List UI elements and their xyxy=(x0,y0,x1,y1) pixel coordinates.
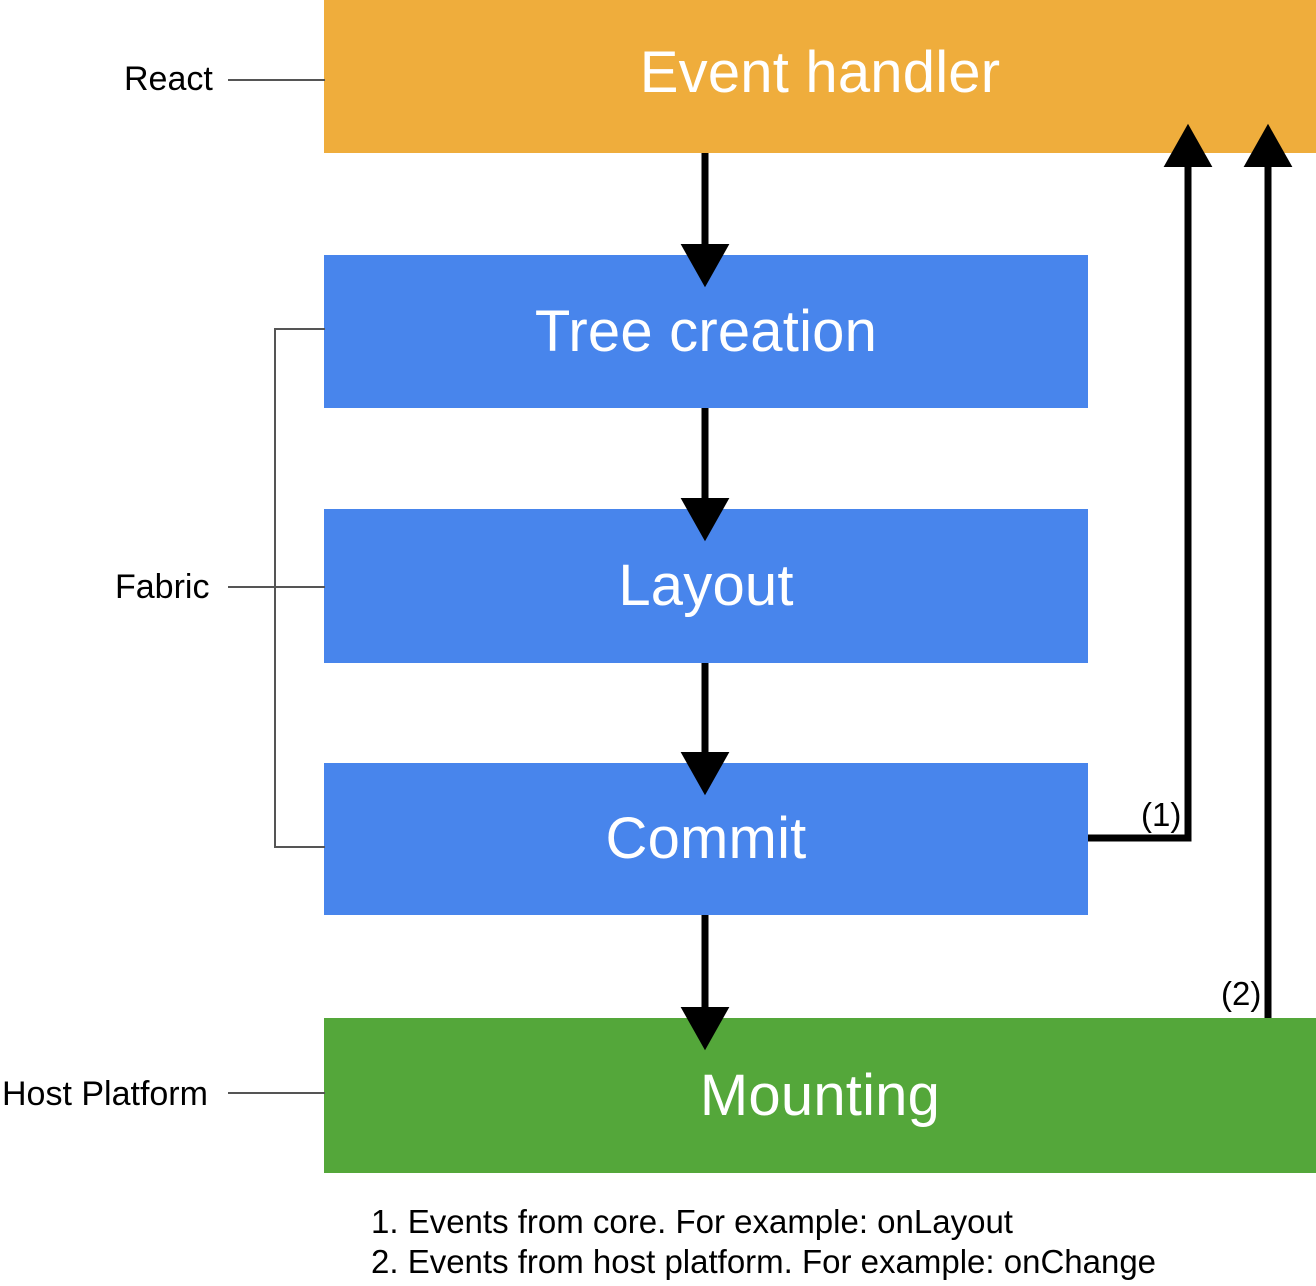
caption-block: 1. Events from core. For example: onLayo… xyxy=(371,1202,1156,1283)
node-event-handler-label: Event handler xyxy=(639,39,1001,105)
group-label-fabric: Fabric xyxy=(115,568,210,606)
node-tree-creation-label: Tree creation xyxy=(534,298,878,364)
node-mounting-label: Mounting xyxy=(699,1062,941,1128)
caption-line-2: 2. Events from host platform. For exampl… xyxy=(371,1243,1157,1281)
group-label-host-platform: Host Platform xyxy=(2,1075,208,1113)
marker-label-two: (2) xyxy=(1221,975,1262,1012)
group-label-react: React xyxy=(124,60,213,98)
node-tree-creation[interactable]: Tree creation xyxy=(324,255,1088,408)
marker-label-one: (1) xyxy=(1141,796,1182,833)
node-layout[interactable]: Layout xyxy=(324,509,1088,663)
node-commit[interactable]: Commit xyxy=(324,763,1088,915)
leader-bracket-fabric xyxy=(274,328,325,848)
node-commit-label: Commit xyxy=(605,806,807,871)
node-layout-label: Layout xyxy=(618,553,794,618)
caption-line-1: 1. Events from core. For example: onLayo… xyxy=(371,1203,1013,1240)
node-event-handler[interactable]: Event handler xyxy=(324,0,1316,153)
node-mounting[interactable]: Mounting xyxy=(324,1018,1316,1173)
arrow-feedback-one xyxy=(1088,123,1213,842)
